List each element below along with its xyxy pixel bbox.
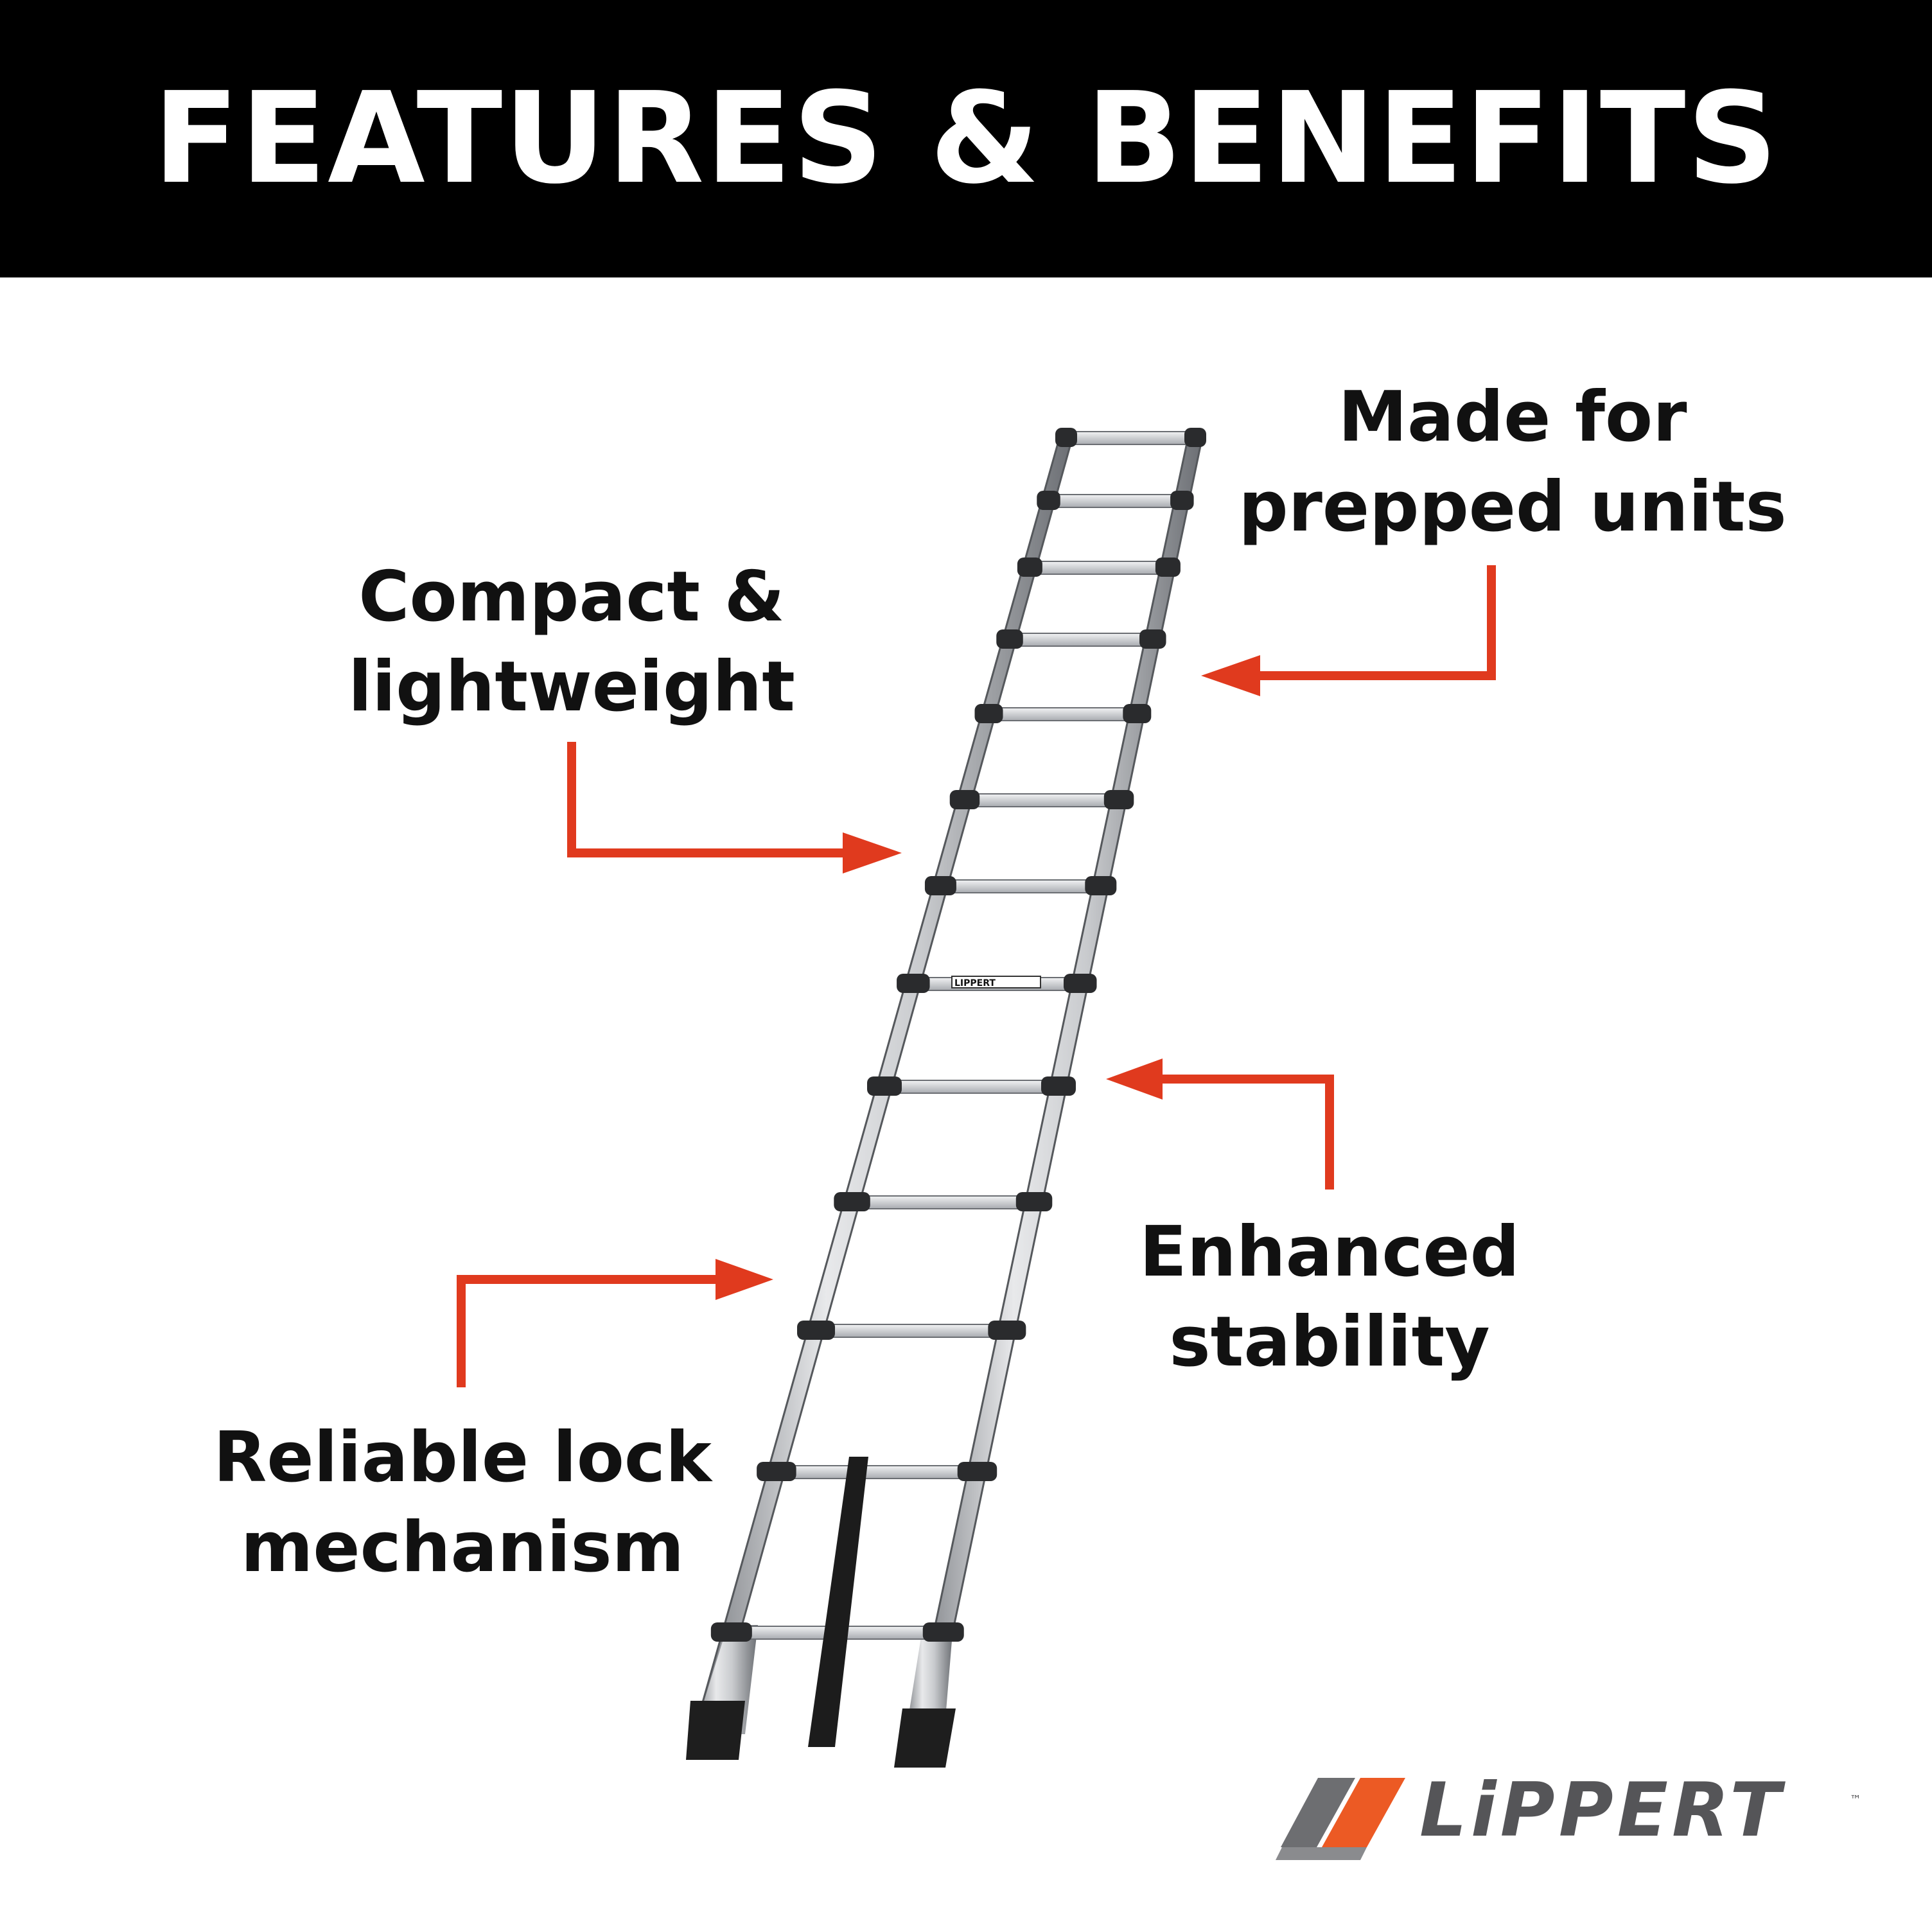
arrow-made-for [1243, 565, 1496, 680]
ladder-rung [988, 707, 1138, 721]
ladder-right-rail-lower [906, 1625, 953, 1734]
ladder-rung [1048, 494, 1183, 508]
arrow-stability [1143, 1075, 1334, 1190]
feature-compact-line-1: Compact & [358, 557, 785, 637]
header-bar [0, 0, 1932, 277]
ladder-rung [1066, 431, 1196, 445]
ladder-collar [996, 629, 1023, 649]
arrow-lock [457, 1275, 726, 1387]
arrow-stability-head [1106, 1058, 1163, 1100]
ladder-collar [1037, 491, 1060, 510]
feature-stability: Enhanced stability [1105, 1208, 1554, 1387]
ladder-right-foot [894, 1708, 956, 1768]
ladder-collar [1063, 974, 1097, 993]
ladder-collar [957, 1462, 997, 1481]
ladder-collar [897, 974, 930, 993]
ladder-rung [940, 879, 1102, 893]
ladder-collar [797, 1321, 836, 1340]
ladder-collar [867, 1076, 902, 1096]
ladder-collar [1015, 1192, 1053, 1211]
ladder-collar [949, 790, 980, 809]
page-title: FEATURES & BENEFITS [153, 66, 1779, 212]
lippert-logo-tm: ™ [1850, 1793, 1861, 1807]
feature-stability-line-2: stability [1169, 1302, 1490, 1382]
ladder-collar [922, 1622, 964, 1642]
ladder-collar [1041, 1076, 1076, 1096]
feature-lock-line-1: Reliable lock [213, 1418, 712, 1498]
ladder-collar [1085, 876, 1117, 895]
ladder-collar [988, 1321, 1026, 1340]
arrow-compact-head [843, 832, 902, 874]
ladder-collar [1155, 558, 1181, 577]
ladder-collar [1103, 790, 1134, 809]
feature-compact-line-2: lightweight [348, 647, 795, 727]
feature-made-for-line-1: Made for [1338, 377, 1687, 457]
ladder-collar [757, 1462, 796, 1481]
ladder-collar [974, 704, 1003, 723]
ladder-rung-label: LIPPERT [954, 978, 996, 988]
ladder-left-foot [686, 1701, 745, 1760]
ladder-rungs [710, 428, 1206, 1642]
ladder-collar [1139, 629, 1166, 649]
feature-made-for-line-2: prepped units [1238, 467, 1787, 547]
feature-made-for: Made for prepped units [1208, 373, 1818, 552]
ladder-rung [815, 1324, 1008, 1338]
ladder-collar [1017, 558, 1042, 577]
lippert-logo-mark [1276, 1778, 1405, 1860]
arrow-compact [567, 742, 848, 857]
ladder-collar [1170, 491, 1194, 510]
ladder-rung [963, 793, 1120, 807]
ladder-collar [1184, 428, 1206, 447]
ladder-collar [834, 1192, 870, 1211]
ladder-rung [851, 1195, 1035, 1209]
ladder-collar [1123, 704, 1152, 723]
ladder-rung [884, 1080, 1059, 1094]
feature-lock: Reliable lock mechanism [193, 1413, 732, 1593]
ladder-collar [924, 876, 956, 895]
ladder-collar [710, 1622, 752, 1642]
ladder-rung [775, 1465, 978, 1479]
feature-stability-line-1: Enhanced [1139, 1212, 1520, 1292]
arrow-made-for-head [1201, 655, 1260, 696]
ladder-rung [1029, 561, 1169, 575]
feature-lock-line-2: mechanism [240, 1507, 685, 1588]
lippert-logo-text: LiPPERT [1419, 1767, 1785, 1854]
arrow-lock-head [716, 1259, 773, 1300]
feature-compact: Compact & lightweight [334, 552, 809, 732]
ladder-rung [1009, 633, 1154, 647]
ladder-strap [808, 1457, 868, 1747]
ladder-collar [1055, 428, 1077, 447]
